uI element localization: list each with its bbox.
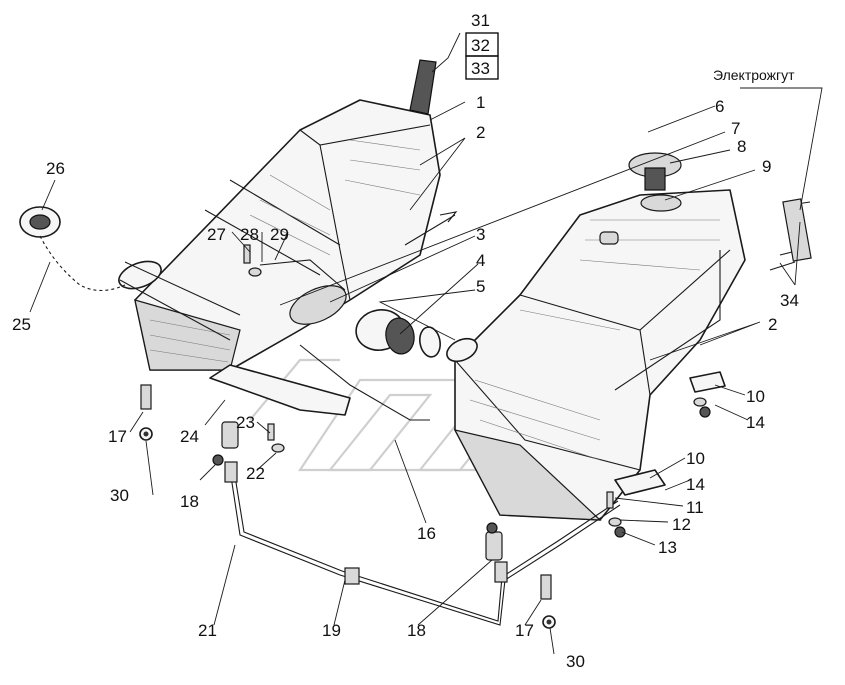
part-number-26: 26 bbox=[46, 159, 65, 178]
part-number-9: 9 bbox=[762, 157, 771, 176]
part-number-7: 7 bbox=[731, 119, 740, 138]
box-33 bbox=[465, 55, 499, 80]
part-number-16: 16 bbox=[417, 524, 436, 543]
line-clamp-19 bbox=[344, 567, 360, 585]
part-number-29: 29 bbox=[270, 225, 289, 244]
drain-plugs-and-washers bbox=[139, 244, 556, 629]
part-number-22: 22 bbox=[246, 464, 265, 483]
part-number-11: 11 bbox=[686, 498, 704, 517]
part-number-25: 25 bbox=[12, 315, 31, 334]
part-number-3: 3 bbox=[476, 225, 485, 244]
leader-lines bbox=[29, 32, 823, 655]
part-number-10-upper: 10 bbox=[746, 387, 765, 406]
right-fuel-tank bbox=[446, 189, 746, 521]
harness-caption: Электрожгут bbox=[713, 67, 795, 83]
part-number-27: 27 bbox=[207, 225, 226, 244]
part-number-17-left: 17 bbox=[108, 427, 127, 446]
part-number-23: 23 bbox=[236, 413, 255, 432]
part-number-12: 12 bbox=[672, 515, 691, 534]
part-number-32: 32 bbox=[471, 36, 490, 55]
bracket-24 bbox=[209, 364, 351, 416]
right-mounting-hardware bbox=[606, 371, 726, 538]
part-number-19: 19 bbox=[322, 621, 341, 640]
part-number-14-lower: 14 bbox=[686, 475, 705, 494]
part-number-14-upper: 14 bbox=[746, 413, 765, 432]
filler-neck-pipe bbox=[409, 59, 437, 115]
part-number-18-right: 18 bbox=[407, 621, 426, 640]
valves-and-fittings bbox=[212, 421, 508, 583]
fuel-lines bbox=[229, 259, 621, 626]
part-number-24: 24 bbox=[180, 427, 199, 446]
part-number-1: 1 bbox=[476, 93, 485, 112]
part-number-10-lower: 10 bbox=[686, 449, 705, 468]
part-number-31: 31 bbox=[471, 11, 490, 30]
part-number-13: 13 bbox=[658, 538, 677, 557]
part-number-28: 28 bbox=[240, 225, 259, 244]
wiring-harness bbox=[404, 198, 812, 271]
part-number-4: 4 bbox=[476, 251, 485, 270]
left-fuel-tank bbox=[118, 59, 441, 371]
part-number-2-left: 2 bbox=[476, 123, 485, 142]
part-number-34: 34 bbox=[780, 291, 799, 310]
part-number-8: 8 bbox=[737, 137, 746, 156]
part-number-18-left: 18 bbox=[180, 492, 199, 511]
part-number-33: 33 bbox=[471, 59, 490, 78]
part-number-2-right: 2 bbox=[768, 315, 777, 334]
part-number-30-left: 30 bbox=[110, 486, 129, 505]
left-filler-neck bbox=[118, 260, 162, 290]
part-number-5: 5 bbox=[476, 277, 485, 296]
part-number-6: 6 bbox=[715, 97, 724, 116]
part-number-30-right: 30 bbox=[566, 652, 585, 671]
part-number-17-right: 17 bbox=[515, 621, 534, 640]
part-number-21: 21 bbox=[198, 621, 217, 640]
cap-and-chain bbox=[19, 206, 126, 292]
